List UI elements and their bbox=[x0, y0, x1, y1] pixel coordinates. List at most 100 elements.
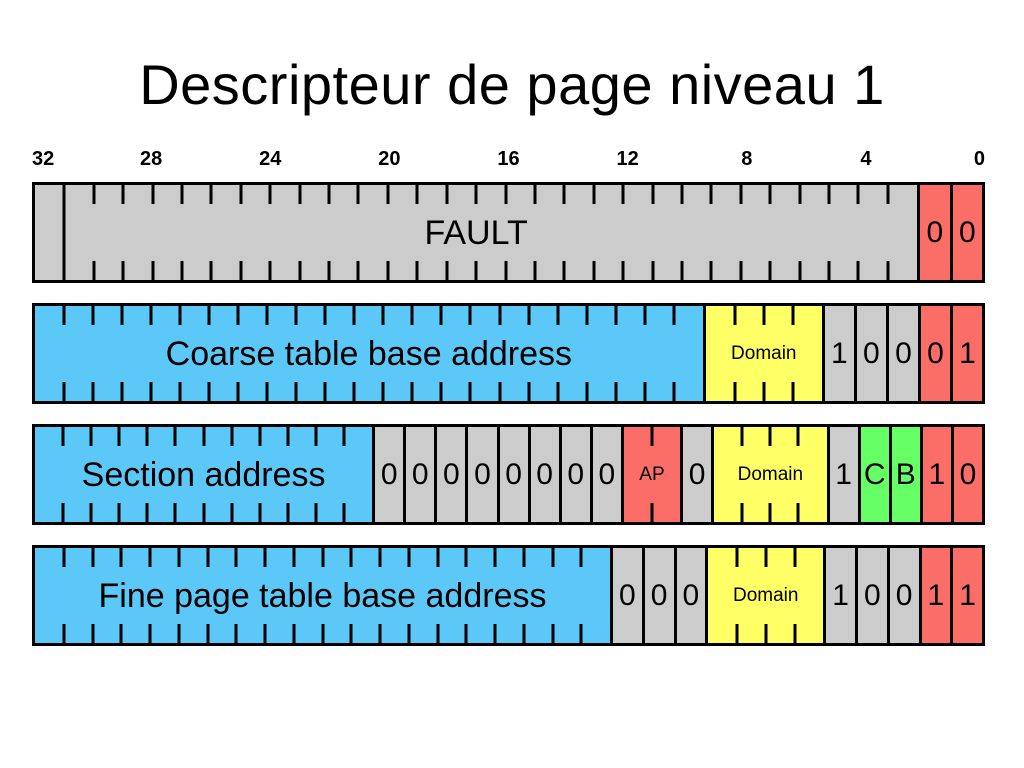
bit-tick bbox=[592, 261, 596, 280]
bit-tick bbox=[562, 261, 566, 280]
bit-tick bbox=[349, 624, 353, 643]
field-section-section-address-0: Section address bbox=[35, 427, 376, 522]
bit-tick bbox=[856, 261, 860, 280]
page-title: Descripteur de page niveau 1 bbox=[139, 53, 885, 116]
bit-scale-label-0: 0 bbox=[973, 148, 985, 170]
bit-tick bbox=[180, 185, 184, 204]
field-label: 1 bbox=[835, 457, 852, 491]
bit-tick bbox=[145, 503, 149, 522]
field-label: AP bbox=[639, 464, 665, 485]
bit-tick bbox=[762, 382, 766, 401]
field-label: 0 bbox=[895, 336, 912, 370]
bit-tick bbox=[61, 427, 65, 446]
bit-tick bbox=[793, 624, 796, 643]
field-label: 1 bbox=[927, 578, 945, 612]
bit-tick bbox=[91, 548, 94, 567]
bit-tick bbox=[177, 624, 181, 643]
bit-tick bbox=[407, 548, 411, 567]
bit-tick bbox=[592, 185, 596, 204]
field-coarse-page-table-0-3: 0 bbox=[856, 306, 889, 401]
bit-tick bbox=[151, 185, 155, 204]
bit-tick bbox=[314, 503, 318, 522]
field-label: 0 bbox=[895, 578, 913, 612]
bit-tick bbox=[352, 382, 356, 401]
field-label: 0 bbox=[958, 215, 976, 249]
field-section-ap-9: AP bbox=[623, 427, 684, 522]
field-label: 0 bbox=[926, 215, 944, 249]
bit-tick bbox=[386, 261, 390, 280]
bit-tick bbox=[268, 185, 272, 204]
bit-tick bbox=[89, 427, 93, 446]
bit-tick bbox=[327, 185, 331, 204]
bit-tick bbox=[439, 306, 443, 325]
bit-tick bbox=[493, 548, 497, 567]
field-label: 1 bbox=[959, 336, 976, 370]
field-label: 0 bbox=[598, 457, 616, 491]
bit-tick bbox=[740, 503, 744, 522]
bit-tick bbox=[680, 261, 684, 280]
field-coarse-page-table-coarse-table-base-address-0: Coarse table base address bbox=[35, 306, 706, 401]
field-fine-page-table-0-1: 0 bbox=[613, 548, 645, 643]
bit-tick bbox=[298, 261, 302, 280]
bit-tick bbox=[672, 306, 676, 325]
bit-tick bbox=[474, 185, 478, 204]
bit-tick bbox=[445, 261, 449, 280]
bit-tick bbox=[321, 624, 324, 643]
bit-tick bbox=[294, 306, 298, 325]
field-label: 0 bbox=[474, 457, 491, 491]
bit-tick bbox=[177, 548, 181, 567]
bit-tick bbox=[504, 185, 507, 204]
field-section-domain-11: Domain bbox=[714, 427, 830, 522]
bit-tick bbox=[236, 306, 240, 325]
bit-tick bbox=[202, 503, 206, 522]
bit-scale-label-32: 32 bbox=[32, 148, 55, 170]
bit-tick bbox=[119, 624, 123, 643]
bit-scale-label-12: 12 bbox=[616, 148, 639, 170]
field-fine-page-table-0-2: 0 bbox=[644, 548, 677, 643]
bit-tick bbox=[768, 261, 772, 280]
bit-tick bbox=[522, 624, 526, 643]
bit-tick bbox=[498, 382, 501, 401]
bit-tick bbox=[768, 427, 772, 446]
bit-tick bbox=[522, 548, 526, 567]
bit-tick bbox=[551, 548, 554, 567]
field-label: 0 bbox=[619, 578, 636, 612]
bit-tick bbox=[381, 382, 385, 401]
bit-tick bbox=[762, 306, 766, 325]
bit-tick bbox=[286, 427, 290, 446]
field-label: Domain bbox=[737, 464, 804, 485]
bit-tick bbox=[410, 382, 414, 401]
field-label: 1 bbox=[831, 336, 848, 370]
bit-tick bbox=[121, 185, 125, 204]
field-coarse-page-table-1-6: 1 bbox=[952, 306, 982, 401]
bit-tick bbox=[768, 503, 772, 522]
bit-tick bbox=[386, 185, 390, 204]
bit-tick bbox=[579, 548, 583, 567]
field-fine-page-table-1-5: 1 bbox=[826, 548, 858, 643]
bit-tick bbox=[527, 382, 531, 401]
bit-tick bbox=[230, 503, 234, 522]
field-label: 0 bbox=[688, 457, 706, 491]
bit-tick bbox=[92, 261, 96, 280]
bit-tick bbox=[263, 548, 267, 567]
bit-tick bbox=[209, 185, 213, 204]
bit-tick bbox=[733, 306, 737, 325]
field-section-0-10: 0 bbox=[683, 427, 715, 522]
bit-tick bbox=[294, 382, 298, 401]
bit-tick bbox=[585, 382, 589, 401]
bit-tick bbox=[796, 503, 800, 522]
field-section-0-7: 0 bbox=[561, 427, 593, 522]
bit-tick bbox=[265, 306, 269, 325]
bit-tick bbox=[149, 306, 153, 325]
bit-tick bbox=[533, 261, 537, 280]
field-section-0-3: 0 bbox=[437, 427, 469, 522]
bit-tick bbox=[151, 261, 155, 280]
field-label: 0 bbox=[682, 578, 700, 612]
field-section-c-13: C bbox=[860, 427, 892, 522]
bit-tick bbox=[378, 624, 382, 643]
bit-tick bbox=[614, 306, 618, 325]
bit-tick bbox=[209, 261, 213, 280]
bit-tick bbox=[62, 382, 66, 401]
